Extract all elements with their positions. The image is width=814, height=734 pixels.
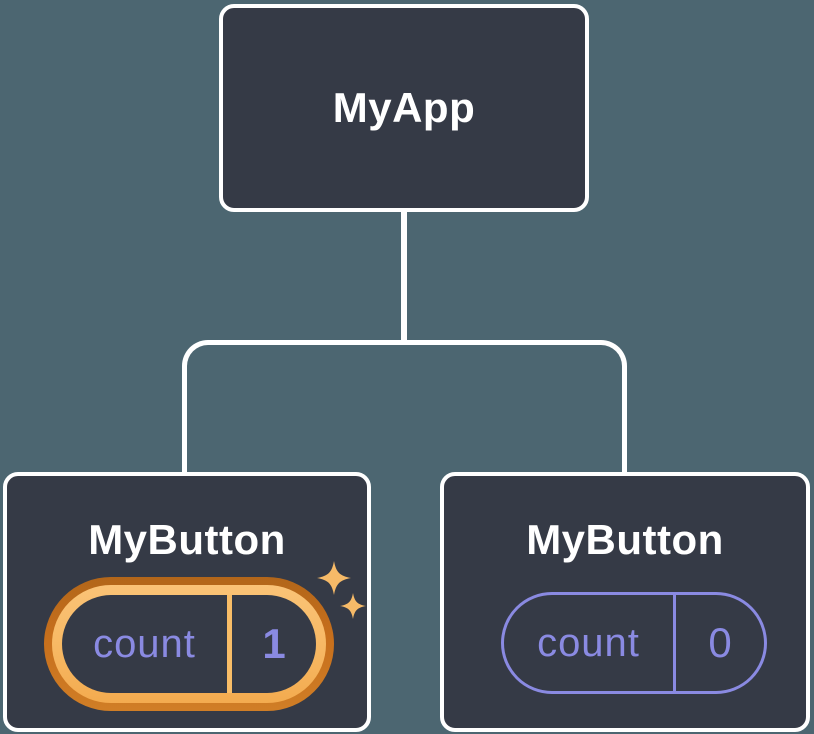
- root-node-label: MyApp: [332, 84, 476, 131]
- state-value-cell: 1: [232, 595, 316, 693]
- left-node-label: MyButton: [88, 516, 286, 563]
- component-node-root: MyApp: [219, 4, 589, 212]
- connector-stem: [401, 208, 407, 344]
- pill-divider: [673, 595, 676, 691]
- state-pill-gold-ring: count 1: [52, 585, 326, 703]
- pill-divider: [227, 595, 232, 693]
- state-key-label: count: [93, 621, 196, 666]
- state-key-cell: count: [504, 595, 673, 691]
- component-node-button-right: MyButton count 0: [440, 472, 810, 732]
- sparkle-icon: [340, 593, 366, 619]
- sparkle-icon: [317, 561, 351, 595]
- right-node-label: MyButton: [526, 516, 724, 563]
- connector-bracket: [182, 340, 627, 472]
- component-node-button-left: MyButton count 1: [3, 472, 371, 732]
- state-pill-left: count 1: [62, 595, 316, 693]
- state-pill-right: count 0: [501, 592, 767, 694]
- state-value-cell: 0: [676, 595, 764, 691]
- state-key-cell: count: [62, 595, 227, 693]
- state-pill-highlight-ring: count 1: [44, 577, 334, 711]
- state-value: 1: [262, 620, 286, 667]
- state-value: 0: [708, 619, 732, 666]
- state-key-label: count: [537, 620, 640, 665]
